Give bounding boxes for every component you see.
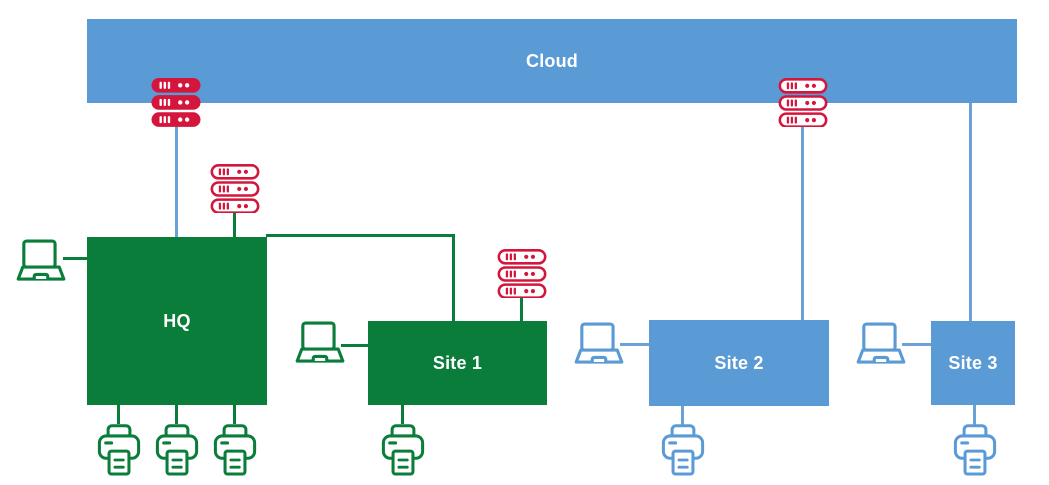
laptop-icon-site1 — [295, 321, 345, 365]
site2-label: Site 2 — [714, 352, 764, 373]
server-rack-icon-cloud-hq — [150, 78, 202, 127]
hq-label: HQ — [163, 310, 191, 331]
connector-laptop-to-hq — [63, 257, 87, 260]
connector-hq-to-site1-horizontal — [266, 234, 455, 237]
server-rack-icon-hq — [209, 164, 261, 213]
connector-rack-to-site2 — [801, 126, 804, 320]
connector-hq-to-printer-1 — [117, 404, 120, 424]
cloud-node: Cloud — [87, 19, 1017, 103]
connector-rack-to-hq-2 — [233, 211, 236, 237]
connector-site3-to-printer — [973, 404, 976, 425]
printer-icon-site1 — [381, 424, 425, 478]
printer-icon-site3 — [953, 424, 997, 478]
site1-label: Site 1 — [432, 352, 483, 373]
connector-hq-to-site1-vertical — [452, 234, 455, 321]
printer-icon-hq-1 — [97, 424, 141, 478]
hq-node: HQ — [87, 237, 267, 405]
site2-node: Site 2 — [649, 320, 829, 406]
connector-laptop-to-site1 — [341, 344, 368, 347]
server-rack-icon-site1 — [496, 249, 548, 298]
connector-rack-to-hq — [175, 126, 178, 237]
printer-icon-hq-3 — [213, 424, 257, 478]
server-rack-icon-cloud-site2 — [777, 78, 829, 127]
connector-site2-to-printer — [681, 405, 684, 425]
cloud-label: Cloud — [526, 50, 578, 71]
connector-hq-to-printer-2 — [175, 404, 178, 424]
connector-hq-to-printer-3 — [233, 404, 236, 424]
connector-cloud-to-site3 — [969, 102, 972, 321]
site3-label: Site 3 — [948, 352, 998, 373]
connector-laptop-to-site2 — [620, 343, 649, 346]
printer-icon-site2 — [661, 424, 705, 478]
laptop-icon-site2 — [574, 322, 624, 366]
laptop-icon-site3 — [856, 322, 906, 366]
connector-rack-to-site1 — [520, 296, 523, 321]
laptop-icon-hq — [16, 239, 66, 283]
printer-icon-hq-2 — [155, 424, 199, 478]
connector-site1-to-printer — [401, 404, 404, 424]
connector-laptop-to-site3 — [902, 343, 931, 346]
site3-node: Site 3 — [931, 321, 1015, 405]
site1-node: Site 1 — [368, 321, 547, 405]
